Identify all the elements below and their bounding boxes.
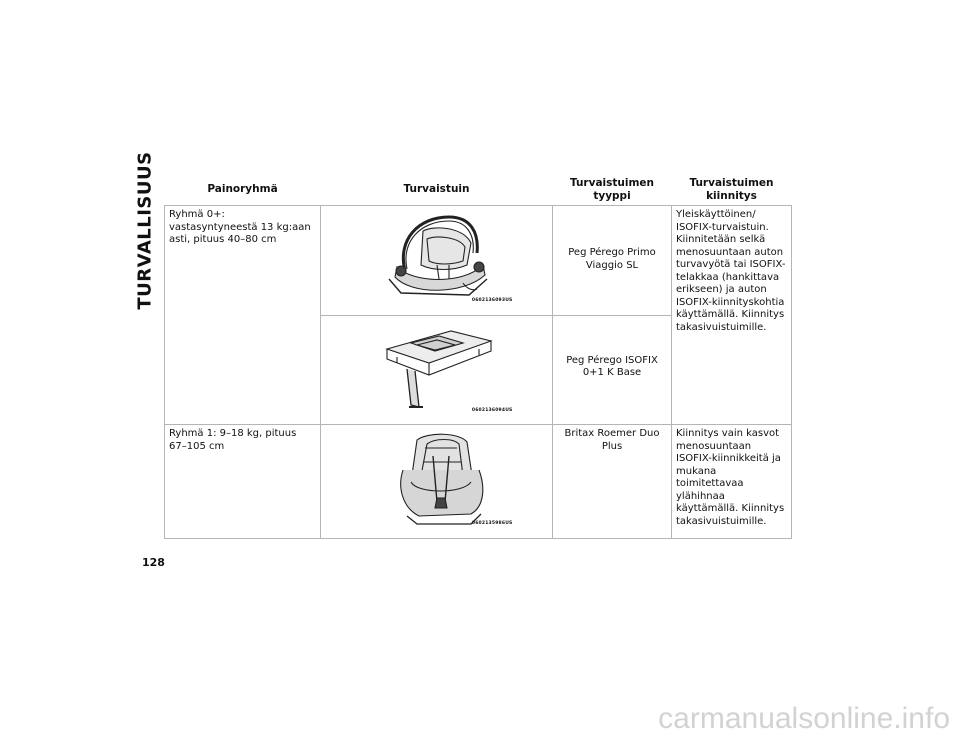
header-seat-type: Turvaistuimen tyyppi [569,177,655,202]
attachment-0plus-cell: Yleiskäyttöinen/ ISOFIX-turvaistuin. Kii… [671,205,792,425]
isofix-base-illustration: 0602136094US [367,319,512,422]
seat-type-duo-plus: Britax Roemer Duo Plus [564,428,660,452]
toddler-seat-illustration: 0602135986US [367,428,512,535]
header-seat-attachment: Turvaistuimen kiinnitys [689,177,774,202]
seat-type-primo: Peg Pérego Primo Viaggio SL [568,247,656,271]
watermark: carmanualsonline.info [658,702,950,735]
header-weight-group: Painoryhmä [207,183,278,196]
infant-seat-image-cell: 0602136093US [320,205,553,316]
infant-carrier-seat-illustration: 0602136093US [367,209,512,312]
table-header-row: Painoryhmä Turvaistuin Turvaistuimen tyy… [165,174,792,206]
infant-seat-icon [387,215,487,296]
seat-type-cell: Britax Roemer Duo Plus [552,424,672,539]
child-seat-table: Painoryhmä Turvaistuin Turvaistuimen tyy… [164,174,792,539]
seat-type-cell: Peg Pérego Primo Viaggio SL [552,205,672,316]
toddler-seat-image-cell: 0602135986US [320,424,553,539]
attachment-1-cell: Kiinnitys vain kasvot menosuuntaan ISOFI… [671,424,792,539]
isofix-base-icon [384,329,493,408]
table-row: 0602136094US Peg Pérego ISOFIX 0+1 K Bas… [165,314,792,425]
seat-type-isofix-base: Peg Pérego ISOFIX 0+1 K Base [566,354,658,379]
page-number: 128 [142,556,165,569]
group-0plus-cell: Ryhmä 0+: vastasyntyneestä 13 kg:aan ast… [164,205,321,425]
figure-code: 0602135986US [471,521,513,526]
toddler-seat-icon [399,433,483,525]
header-child-seat: Turvaistuin [403,183,470,196]
group-1-cell: Ryhmä 1: 9–18 kg, pituus 67–105 cm [164,424,321,539]
figure-code: 0602136093US [471,298,513,303]
seat-type-cell: Peg Pérego ISOFIX 0+1 K Base [552,314,672,425]
isofix-base-image-cell: 0602136094US [320,314,553,425]
section-title: TURVALLISUUS [134,150,156,310]
table-row: Ryhmä 1: 9–18 kg, pituus 67–105 cm [164,424,792,539]
table-row: Ryhmä 0+: vastasyntyneestä 13 kg:aan ast… [164,205,792,425]
figure-code: 0602136094US [471,407,513,413]
